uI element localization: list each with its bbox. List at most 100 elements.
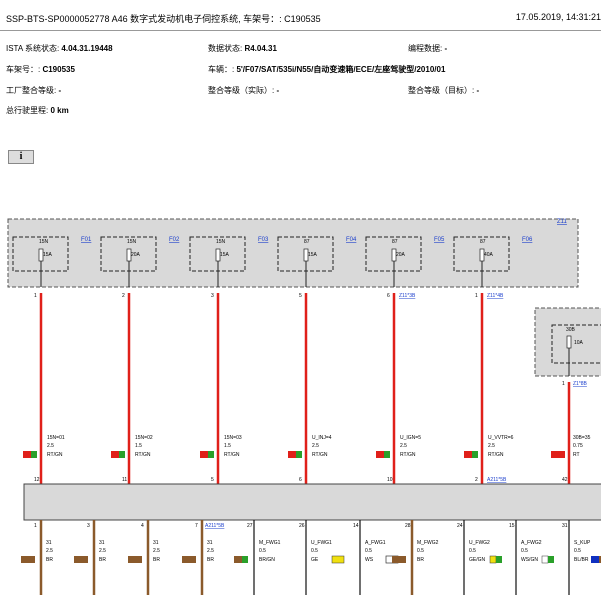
color-swatch — [376, 451, 384, 458]
fuse-icon — [215, 248, 221, 262]
wire-size: 0.75 — [573, 443, 583, 449]
color-swatch — [128, 556, 142, 563]
dme-pin: 42 — [562, 477, 568, 483]
connector-pin: 26 — [299, 523, 305, 529]
connector-ref-link[interactable]: A211*5B — [205, 523, 225, 529]
wire-size: 0.5 — [469, 548, 476, 554]
color-swatch — [496, 556, 502, 563]
wire-size: 2.5 — [153, 548, 160, 554]
wire-label: U_FWG2 — [469, 540, 490, 546]
wire-color: BR — [153, 557, 160, 563]
color-swatch — [288, 451, 296, 458]
connector-ref-link[interactable]: Z1*8B — [573, 381, 588, 387]
fuse-icon — [566, 335, 572, 349]
fuse-rating: 10A — [574, 340, 584, 346]
color-swatch — [331, 555, 345, 564]
fuse-frame — [551, 324, 601, 364]
wire-size: 0.5 — [365, 548, 372, 554]
wire-label: U_INJ=4 — [312, 435, 332, 441]
connector-pin: 2 — [122, 293, 125, 299]
color-swatch — [111, 451, 119, 458]
fuse-id-link[interactable]: F05 — [434, 237, 445, 243]
wire-label: A_FWG1 — [365, 540, 386, 546]
fuse-id-link[interactable]: F03 — [258, 237, 269, 243]
wire-size: 2.5 — [207, 548, 214, 554]
vin: 车架号：: C190535 — [6, 65, 75, 74]
fuse-terminal: 15N — [216, 239, 226, 245]
color-swatch — [21, 556, 35, 563]
wire-label: 15N=03 — [224, 435, 242, 441]
wire-color: RT — [573, 452, 580, 458]
connector-ref-link[interactable]: Z11*4B — [487, 293, 504, 299]
wire-label: 31 — [99, 540, 105, 546]
color-swatch — [208, 451, 214, 458]
connector-pin: 15 — [509, 523, 515, 529]
wire-label: 15N=02 — [135, 435, 153, 441]
connector-ref-link[interactable]: Z11*3B — [399, 293, 416, 299]
connector-pin: 3 — [87, 523, 90, 529]
factory-integration-level: 工厂整合等级: - — [6, 86, 62, 95]
connector-pin: 28 — [405, 523, 411, 529]
wire-label: A_FWG2 — [521, 540, 542, 546]
fuse-terminal: 87 — [304, 239, 310, 245]
wire-label: U_FWG1 — [311, 540, 332, 546]
fuse-icon — [391, 248, 397, 262]
wire-label: U_IGN=5 — [400, 435, 421, 441]
wire-label: 31 — [46, 540, 52, 546]
color-swatch — [472, 451, 478, 458]
info-button[interactable]: i — [8, 150, 34, 164]
wire-size: 0.5 — [521, 548, 528, 554]
connector-pin: 6 — [387, 293, 390, 299]
fuse-box-label[interactable]: Z11 — [557, 219, 568, 225]
wire-label: 15N=01 — [47, 435, 65, 441]
dme-pin: 6 — [299, 477, 302, 483]
integration-level-target: 整合等级（目标）: - — [408, 86, 480, 95]
fuse-icon — [479, 248, 485, 262]
connector-pin: 5 — [299, 293, 302, 299]
wire-color: GE/GN — [469, 557, 486, 563]
color-swatch — [119, 451, 125, 458]
wire-color: WS/GN — [521, 557, 538, 563]
color-swatch — [182, 556, 196, 563]
fuse-id-link[interactable]: F01 — [81, 237, 92, 243]
dme-control-unit — [23, 483, 601, 521]
wire-color: RT/GN — [135, 452, 151, 458]
window-title: SSP-BTS-SP0000052778 A46 数字式发动机电子伺控系统, 车… — [6, 14, 321, 24]
connector-pin: 14 — [353, 523, 359, 529]
connector-pin: 1 — [34, 523, 37, 529]
connector-pin: 31 — [562, 523, 568, 529]
wire-label: 30B=35 — [573, 435, 591, 441]
wire-size: 1.5 — [224, 443, 231, 449]
fuse-id-link[interactable]: F06 — [522, 237, 533, 243]
connector-pin: 1 — [562, 381, 565, 387]
integration-level-actual: 整合等级（实际）: - — [208, 86, 280, 95]
fuse-id-link[interactable]: F02 — [169, 237, 180, 243]
color-swatch — [551, 451, 565, 458]
fuse-icon — [126, 248, 132, 262]
wire-label: 31 — [207, 540, 213, 546]
color-swatch — [242, 556, 248, 563]
color-swatch — [234, 556, 242, 563]
dme-pin: 11 — [122, 477, 127, 483]
data-status: 数据状态: R4.04.31 — [208, 44, 277, 53]
wire-label: M_FWG1 — [259, 540, 281, 546]
color-swatch — [599, 556, 601, 563]
wire-color: GE — [311, 557, 319, 563]
fuse-rating: 20A — [131, 252, 141, 258]
color-swatch — [591, 556, 599, 563]
dme-pin: 12 — [34, 477, 40, 483]
color-swatch — [392, 556, 406, 563]
connector-pin: 3 — [211, 293, 214, 299]
wire-size: 0.5 — [259, 548, 266, 554]
wire-size: 2.5 — [47, 443, 54, 449]
color-swatch — [489, 555, 497, 564]
dme-ref-link[interactable]: A211*5B — [487, 477, 507, 483]
wire-size: 0.5 — [311, 548, 318, 554]
wire-color: RT/GN — [312, 452, 328, 458]
connector-pin: 7 — [195, 523, 198, 529]
fuse-terminal: 15N — [127, 239, 137, 245]
fuse-id-link[interactable]: F04 — [346, 237, 357, 243]
connector-pin: 27 — [247, 523, 253, 529]
wire-size: 2.5 — [400, 443, 407, 449]
